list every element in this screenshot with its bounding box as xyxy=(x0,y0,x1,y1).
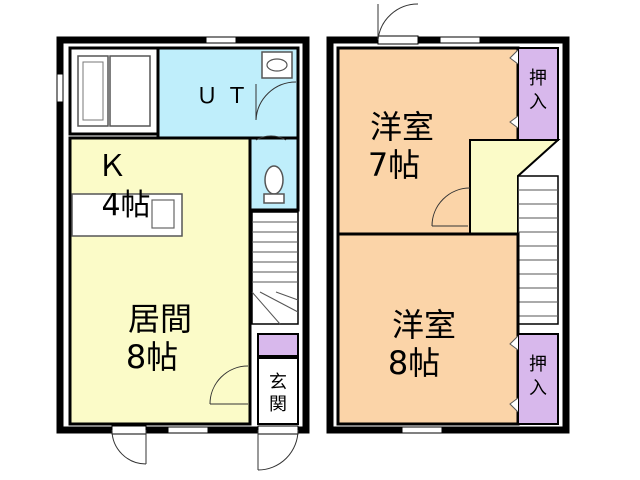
window-top-2f xyxy=(439,36,481,44)
bedroom-8jo-name: 洋室 xyxy=(392,306,456,344)
utility-door-swing xyxy=(255,81,297,121)
front-door-2 xyxy=(257,425,299,471)
closet-upper-label-1: 押 xyxy=(529,68,547,89)
closet-upper xyxy=(517,47,559,141)
entrance-label-1: 玄 xyxy=(269,372,287,393)
bathtub-inner-icon xyxy=(82,61,104,121)
living-size: 8帖 xyxy=(126,338,178,376)
toilet-tank-icon xyxy=(263,193,285,204)
closet-lower xyxy=(517,333,559,425)
kitchen-size: 4帖 xyxy=(101,188,150,223)
second-floor: 洋室 7帖 押 入 洋室 8帖 xyxy=(326,3,570,434)
utility-room-label: ＵＴ xyxy=(196,84,256,109)
closet-lower-label-2: 入 xyxy=(529,378,547,399)
living-door-swing xyxy=(209,365,249,405)
staircase-1f xyxy=(251,211,299,325)
kitchen-name: Ｋ xyxy=(97,149,127,184)
living-name: 居間 xyxy=(128,300,192,338)
first-floor: ＵＴ Ｋ 4帖 居間 8帖 xyxy=(56,36,310,471)
shower-area-icon xyxy=(109,55,151,127)
closet-upper-door-marks xyxy=(509,49,519,129)
window-bath xyxy=(56,73,64,103)
entrance xyxy=(257,357,299,425)
bedroom-8jo-size: 8帖 xyxy=(388,344,440,382)
window-bottom-2f xyxy=(401,426,443,434)
balcony-door xyxy=(377,3,419,45)
kitchen-sink-icon xyxy=(151,199,175,229)
front-door-1 xyxy=(111,425,147,465)
shoe-closet xyxy=(257,333,299,357)
toilet-bowl-icon xyxy=(264,165,284,195)
bedroom-7jo-door-swing xyxy=(431,187,471,227)
bedroom-7jo-name: 洋室 xyxy=(370,108,434,146)
entrance-label-2: 関 xyxy=(269,394,287,415)
staircase-2f xyxy=(517,175,559,325)
closet-lower-door-marks xyxy=(509,335,519,413)
bedroom-7jo-size: 7帖 xyxy=(368,146,420,184)
bedroom-8jo xyxy=(336,232,520,426)
closet-lower-label-1: 押 xyxy=(529,354,547,375)
closet-upper-label-2: 入 xyxy=(529,92,547,113)
living-kitchen xyxy=(68,136,252,426)
washbasin-bowl-icon xyxy=(266,58,288,72)
window-top-1f xyxy=(205,36,237,44)
toilet-door-swing xyxy=(255,135,287,141)
window-bottom-1f xyxy=(167,426,209,434)
